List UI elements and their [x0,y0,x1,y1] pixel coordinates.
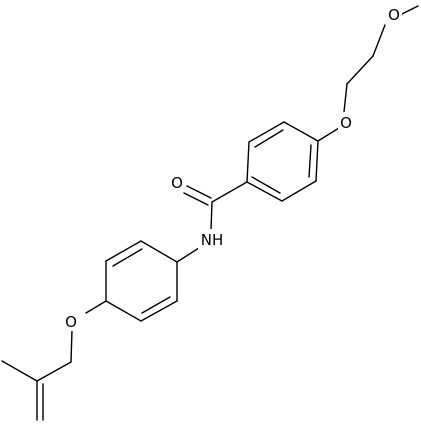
atom-label-methoxy-oxygen: O [388,6,400,24]
label-mask [198,229,226,249]
bond [283,121,319,142]
bond [246,181,283,202]
bond [140,240,178,263]
bond [140,300,178,322]
bond [105,300,142,322]
atom-label-ether-oxygen-bottom: O [65,313,77,331]
label-mask [63,311,79,331]
bond [248,121,285,143]
bond [210,201,213,231]
bond-set [1,5,419,421]
bond [246,141,250,183]
bond [36,361,72,382]
bond [317,127,340,142]
label-mask [386,4,402,24]
label-mask [338,112,354,132]
bond [346,55,374,85]
bond [281,180,317,202]
atom-label-carbonyl-oxygen: O [171,174,183,192]
bond [1,360,38,382]
atom-label-ether-oxygen-top: O [340,114,352,132]
bond [251,176,281,194]
bond [105,240,142,262]
label-mask [169,172,185,192]
bond [343,83,348,113]
bond [186,185,212,199]
bond [372,24,386,57]
bond [308,144,312,178]
bond [183,192,209,206]
bond [315,140,319,182]
bond [401,5,419,15]
atom-label-set: O O O NH O [63,4,402,331]
bond [70,329,73,363]
atom-label-amide-nitrogen: NH [201,231,224,249]
bond [254,129,284,148]
bond [211,181,248,203]
bond [176,245,203,263]
bond [112,248,143,267]
bond [141,296,171,314]
bond [85,300,107,314]
